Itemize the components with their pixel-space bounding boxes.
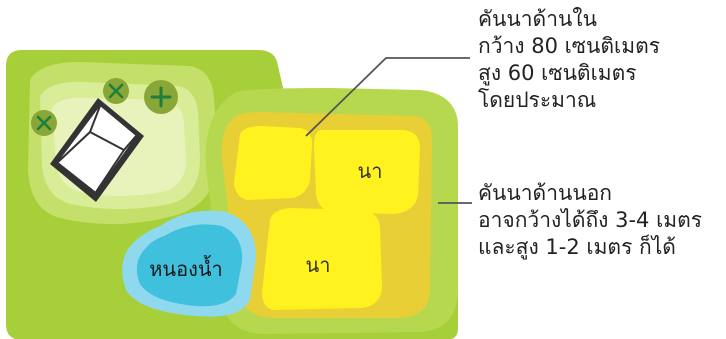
- annotation-line: คันนาด้านใน: [478, 7, 597, 31]
- rice-field-label: นา: [358, 159, 383, 183]
- inner-dike-leader-line: [305, 57, 470, 137]
- rice-field-upper-left: [234, 126, 312, 200]
- annotation-line: คันนาด้านนอก: [478, 181, 613, 205]
- pond: [136, 224, 243, 307]
- tree-icon: [103, 78, 129, 104]
- outer-dike-annotation: คันนาด้านนอก อาจกว้างได้ถึง 3-4 เมตร และ…: [478, 180, 702, 261]
- rice-field-label: นา: [306, 253, 331, 277]
- rice-field-upper-right: [314, 130, 420, 214]
- annotation-line: และสูง 1-2 เมตร ก็ได้: [478, 235, 676, 259]
- tree-icon: [144, 80, 178, 114]
- inner-dike-annotation: คันนาด้านใน กว้าง 80 เซนติเมตร สูง 60 เซ…: [478, 6, 660, 114]
- annotation-line: โดยประมาณ: [478, 88, 597, 112]
- pond-label: หนองน้ำ: [149, 255, 223, 281]
- annotation-line: สูง 60 เซนติเมตร: [478, 61, 637, 85]
- annotation-line: กว้าง 80 เซนติเมตร: [478, 34, 660, 58]
- house-icon: [50, 98, 144, 202]
- rice-field-lower: [262, 208, 382, 310]
- tree-icon: [31, 110, 57, 136]
- annotation-line: อาจกว้างได้ถึง 3-4 เมตร: [478, 208, 703, 232]
